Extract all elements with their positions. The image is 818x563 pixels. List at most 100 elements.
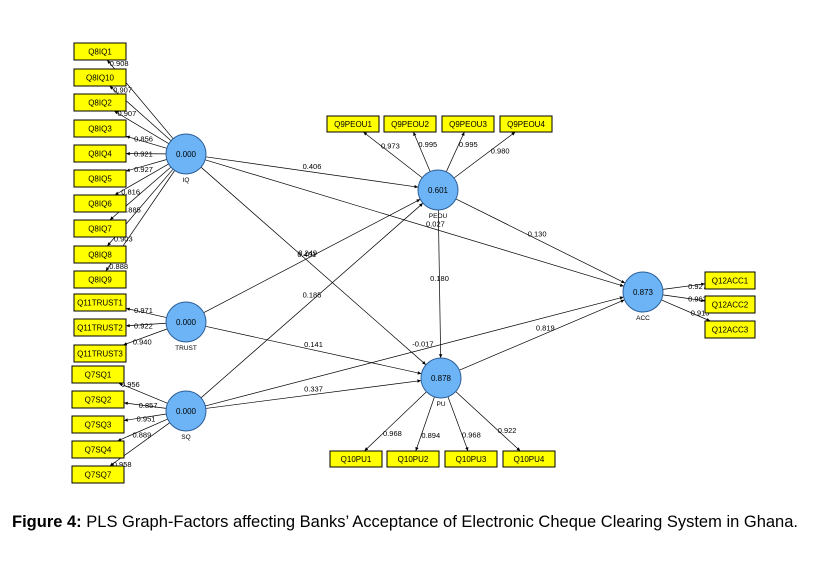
indicator-box [71,390,125,409]
loading-value-q12acc2: 0.962 [688,294,707,303]
loading-value-q10pu1: 0.968 [383,429,402,438]
path-arrow-sq-to-peou [200,202,424,399]
indicator-box [71,465,125,484]
indicator-q10pu1: Q10PU1 [329,450,383,468]
indicator-box [502,450,556,468]
indicator-label: Q12ACC2 [712,301,749,310]
loading-value-q8iq7: 0.885 [122,205,141,214]
loading-arrow-q7sq4 [117,418,168,442]
construct-circle [165,390,207,432]
indicator-box [326,115,380,133]
indicator-box [71,365,125,384]
loading-arrow-q7sq7 [109,422,170,467]
loading-value-q9peou4: 0.980 [491,146,510,155]
indicator-box [383,115,437,133]
construct-name: SQ [181,434,190,441]
construct-name: ACC [636,315,650,322]
loading-value-q8iq4: 0.921 [134,150,153,159]
indicator-q12acc3: Q12ACC3 [704,320,756,339]
path-coefficient-sq-peou: 0.185 [303,291,322,300]
loading-arrow-q10pu1 [364,391,427,452]
path-coefficient-peou-acc: 0.130 [528,229,547,238]
indicator-q9peou3: Q9PEOU3 [441,115,495,133]
indicator-q9peou2: Q9PEOU2 [383,115,437,133]
arrows-layer [105,59,711,467]
construct-circle [165,301,207,343]
pls-path-diagram: 0.4060.0270.4010.2490.1410.185-0.0170.33… [71,42,756,484]
path-arrow-peou-to-acc [455,198,626,284]
path-coefficient-sq-pu: 0.337 [304,385,323,394]
indicator-label: Q8IQ3 [88,125,112,134]
loading-value-q8iq9: 0.888 [109,262,128,271]
indicator-label: Q7SQ1 [85,371,112,380]
indicator-q7sq4: Q7SQ4 [71,440,125,459]
indicator-box [386,450,440,468]
indicator-q8iq10: Q8IQ10 [73,68,127,87]
loading-arrow-q12acc2 [662,294,706,303]
construct-r-squared: 0.000 [176,407,197,416]
indicator-label: Q8IQ7 [88,225,112,234]
loading-value-q10pu4: 0.922 [498,426,517,435]
indicator-q8iq4: Q8IQ4 [73,144,127,163]
loading-value-q8iq2: 0.907 [117,109,136,118]
loading-value-q7sq7: 0.958 [113,460,132,469]
figure-caption-text: PLS Graph-Factors affecting Banks’ Accep… [86,513,798,531]
indicator-q12acc1: Q12ACC1 [704,271,756,290]
loading-arrow-q9peou3 [445,131,465,172]
indicator-label: Q11TRUST1 [77,299,123,308]
indicator-label: Q9PEOU1 [334,120,372,129]
indicator-q8iq5: Q8IQ5 [73,169,127,188]
loading-arrow-q11trust1 [125,307,167,318]
indicator-q9peou4: Q9PEOU4 [499,115,553,133]
loading-value-q12acc1: 0.927 [688,282,707,291]
indicator-label: Q7SQ4 [85,446,112,455]
indicator-q7sq3: Q7SQ3 [71,415,125,434]
indicator-q10pu2: Q10PU2 [386,450,440,468]
loading-arrow-q10pu2 [415,396,435,452]
construct-name: IQ [183,177,190,184]
loading-value-q9peou3: 0.995 [459,140,478,149]
loading-value-q8iq6: 0.816 [121,187,140,196]
path-arrow-peou-to-pu [437,209,443,359]
indicator-q8iq3: Q8IQ3 [73,119,127,138]
indicator-box [704,271,756,290]
indicator-label: Q10PU3 [456,455,487,464]
path-coefficient-trust-peou: 0.249 [298,248,317,257]
indicator-label: Q10PU2 [398,455,429,464]
indicator-label: Q10PU4 [514,455,545,464]
indicator-label: Q8IQ2 [88,99,112,108]
indicator-box [73,93,127,112]
construct-circle [420,357,462,399]
indicator-box [73,293,127,312]
loading-arrow-q10pu3 [447,396,469,452]
indicator-box [73,119,127,138]
loading-arrow-q7sq3 [123,413,167,422]
loading-value-q7sq3: 0.951 [137,415,156,424]
indicator-q8iq2: Q8IQ2 [73,93,127,112]
path-coefficient-iq-peou: 0.406 [303,162,322,171]
construct-circle [622,271,664,313]
figure-caption: Figure 4: PLS Graph-Factors affecting Ba… [12,512,800,533]
path-arrow-iq-to-peou [205,156,419,189]
path-arrow-iq-to-acc [205,159,624,287]
construct-name: PU [436,401,445,408]
indicator-box [73,194,127,213]
indicator-q11trust2: Q11TRUST2 [73,318,127,337]
indicator-box [73,42,127,61]
indicator-q8iq8: Q8IQ8 [73,245,127,264]
path-coefficient-sq-acc: -0.017 [412,339,433,348]
loading-arrow-q11trust2 [125,322,167,328]
loading-arrow-q7sq2 [123,401,167,409]
indicator-label: Q7SQ2 [85,396,112,405]
construct-r-squared: 0.878 [431,374,452,383]
path-arrow-sq-to-pu [205,379,422,409]
indicator-q8iq1: Q8IQ1 [73,42,127,61]
indicator-q7sq1: Q7SQ1 [71,365,125,384]
path-arrow-trust-to-pu [205,325,422,375]
loading-arrow-q7sq1 [118,382,168,404]
indicator-q8iq9: Q8IQ9 [73,270,127,289]
indicator-label: Q8IQ8 [88,251,112,260]
